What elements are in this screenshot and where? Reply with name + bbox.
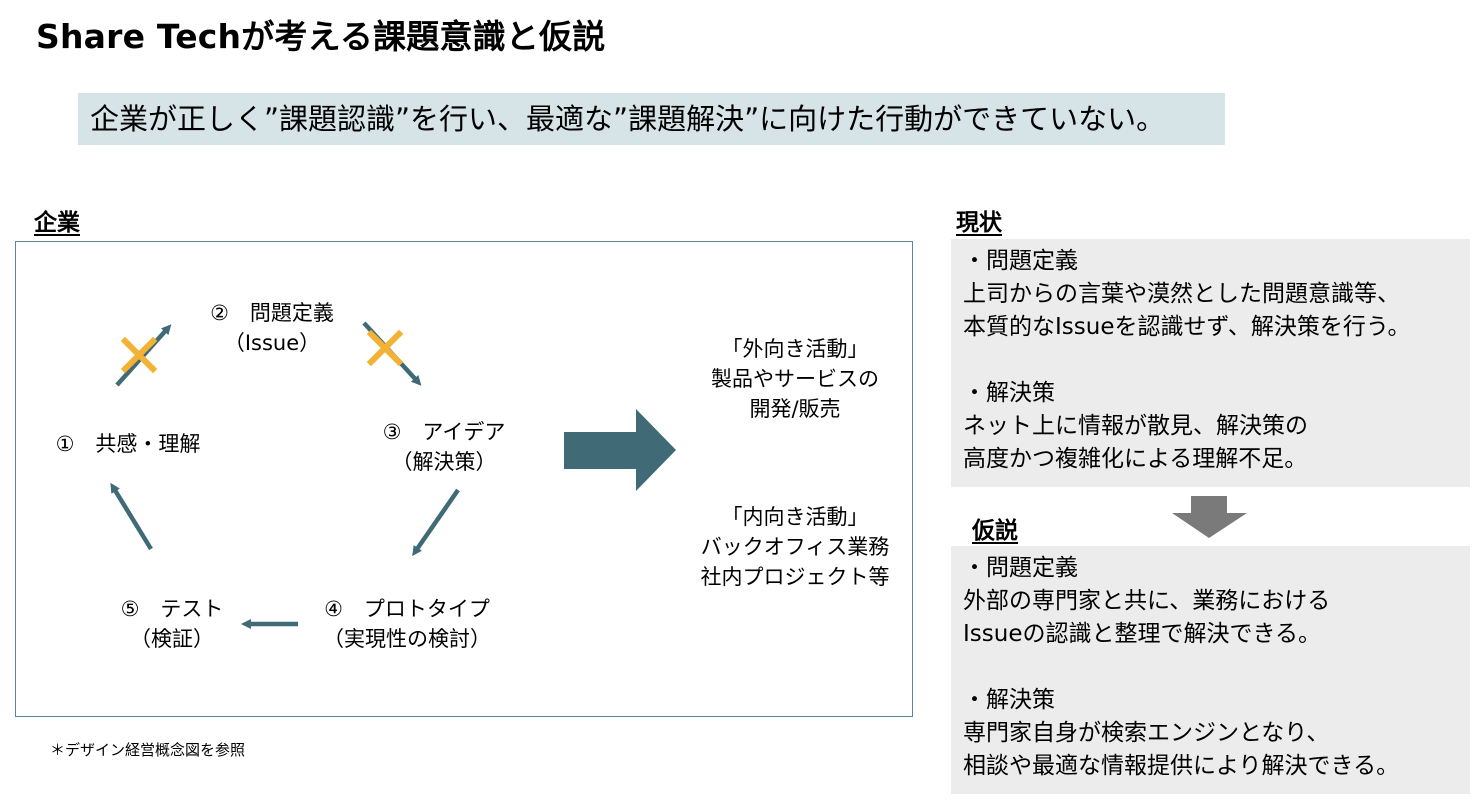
node-line: ② 問題定義 bbox=[210, 301, 334, 325]
activity-line: 「内向き活動」 bbox=[721, 505, 869, 529]
node-line: （解決策） bbox=[391, 450, 497, 474]
activity-line: 社内プロジェクト等 bbox=[700, 565, 890, 589]
inner-activity: 「内向き活動」 バックオフィス業務 社内プロジェクト等 bbox=[701, 502, 890, 592]
current-solution-line: 高度かつ複雑化による理解不足。 bbox=[963, 446, 1308, 472]
current-problem-line: 上司からの言葉や漠然とした問題意識等、 bbox=[963, 281, 1400, 307]
hypothesis-problem-line: Issueの認識と整理で解決できる。 bbox=[963, 621, 1322, 647]
big-right-arrow bbox=[564, 409, 676, 491]
activity-line: 開発/販売 bbox=[749, 397, 841, 421]
current-solution-line: ネット上に情報が散見、解決策の bbox=[963, 413, 1308, 439]
hypothesis-box: ・問題定義 外部の専門家と共に、業務における Issueの認識と整理で解決できる… bbox=[951, 546, 1470, 794]
down-arrow bbox=[1172, 496, 1247, 538]
outer-activity: 「外向き活動」 製品やサービスの 開発/販売 bbox=[711, 334, 879, 424]
hypothesis-solution-line: 相談や最適な情報提供により解決できる。 bbox=[963, 753, 1400, 779]
node-issue-definition: ② 問題定義 （Issue） bbox=[210, 298, 334, 358]
node-test: ⑤ テスト （検証） bbox=[121, 594, 224, 654]
current-heading: 現状 bbox=[956, 210, 1002, 236]
node-line: ① 共感・理解 bbox=[55, 432, 201, 456]
activity-line: 製品やサービスの bbox=[711, 367, 879, 391]
current-box: ・問題定義 上司からの言葉や漠然とした問題意識等、 本質的なIssueを認識せず… bbox=[951, 239, 1470, 487]
node-line: ⑤ テスト bbox=[120, 597, 224, 621]
node-idea: ③ アイデア （解決策） bbox=[383, 417, 506, 477]
cross-icon bbox=[120, 336, 158, 374]
hypothesis-heading: 仮説 bbox=[972, 518, 1018, 544]
hypothesis-problem-label: ・問題定義 bbox=[963, 555, 1078, 581]
arrow-3-to-4 bbox=[412, 488, 460, 557]
node-line: ③ アイデア bbox=[382, 420, 506, 444]
problem-banner: 企業が正しく”課題認識”を行い、最適な”課題解決”に向けた行動ができていない。 bbox=[78, 93, 1225, 145]
node-prototype: ④ プロトタイプ （実現性の検討） bbox=[323, 594, 491, 654]
node-empathy: ① 共感・理解 bbox=[56, 429, 201, 459]
node-line: ④ プロトタイプ bbox=[324, 597, 490, 621]
node-line: （検証） bbox=[129, 627, 214, 651]
hypothesis-problem-line: 外部の専門家と共に、業務における bbox=[963, 588, 1331, 614]
activity-line: 「外向き活動」 bbox=[721, 337, 869, 361]
node-line: （Issue） bbox=[223, 331, 321, 355]
node-line: （実現性の検討） bbox=[323, 627, 491, 651]
cross-icon bbox=[366, 329, 404, 367]
arrow-5-to-1 bbox=[110, 482, 153, 551]
hypothesis-solution-line: 専門家自身が検索エンジンとなり、 bbox=[963, 720, 1330, 746]
current-solution-label: ・解決策 bbox=[963, 380, 1055, 406]
activity-line: バックオフィス業務 bbox=[700, 535, 890, 559]
hypothesis-solution-label: ・解決策 bbox=[963, 687, 1055, 713]
design-cycle-panel bbox=[15, 241, 913, 717]
company-heading: 企業 bbox=[34, 210, 80, 236]
page-title: Share Techが考える課題意識と仮説 bbox=[36, 17, 606, 56]
reference-note: ＊デザイン経営概念図を参照 bbox=[50, 741, 246, 759]
current-problem-label: ・問題定義 bbox=[963, 248, 1078, 274]
current-problem-line: 本質的なIssueを認識せず、解決策を行う。 bbox=[963, 314, 1411, 340]
